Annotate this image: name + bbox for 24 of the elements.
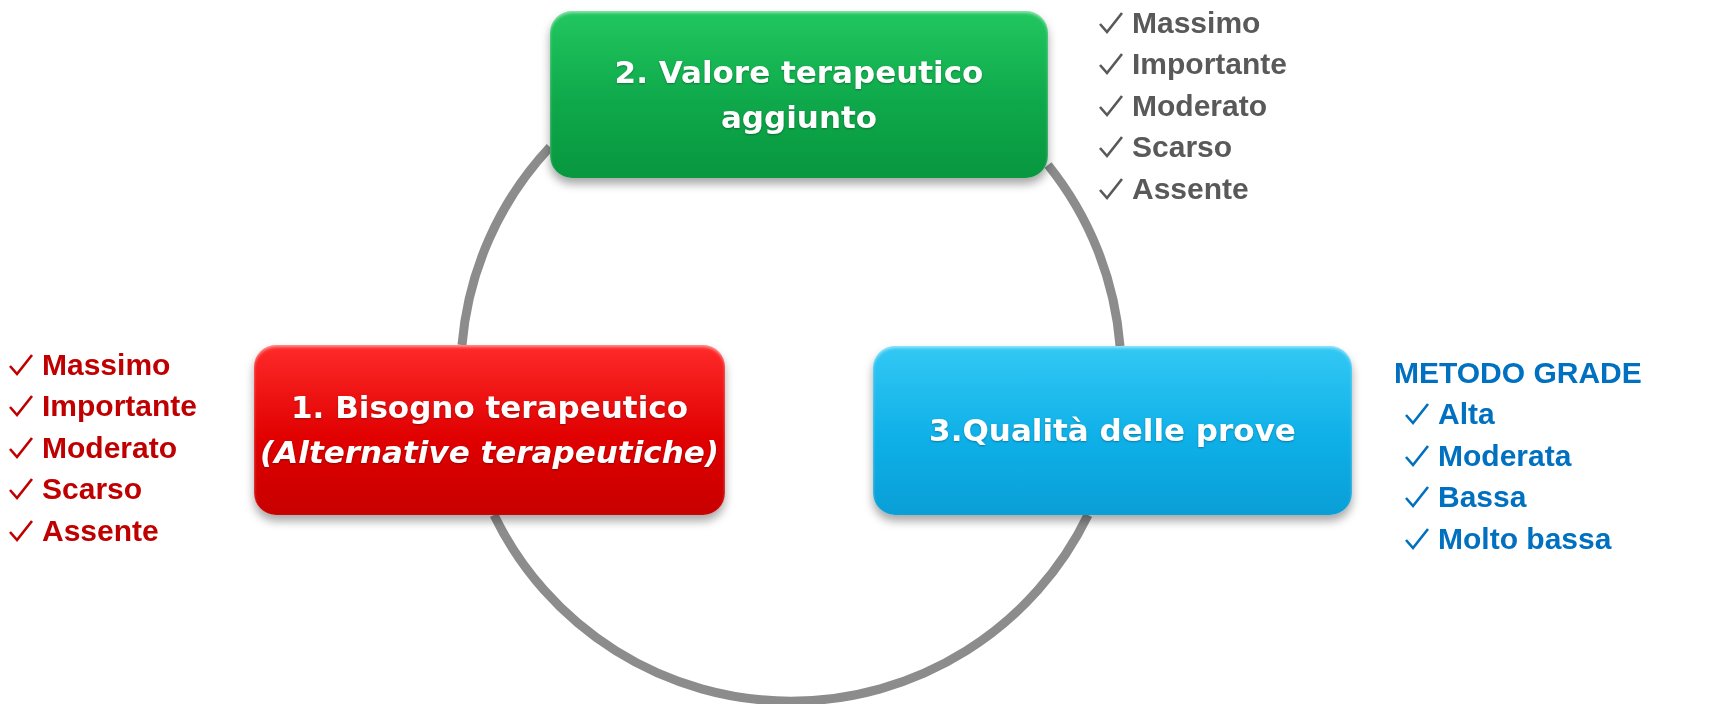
list-item-text: Bassa [1438,480,1527,515]
process-box [254,345,725,515]
list-item-text: Scarso [42,472,143,507]
list-item-text: Moderata [1438,438,1572,473]
process-box [550,11,1048,178]
list-item-text: Importante [42,389,197,424]
list-item-text: Assente [42,513,159,548]
ring-arc [490,512,1092,704]
list-item-text: Assente [1132,171,1249,206]
list-item-text: Molto bassa [1438,521,1612,556]
box-title: 1. Bisogno terapeutico [291,388,688,428]
box-title: 2. Valore terapeutico aggiunto [613,52,985,137]
list-item-text: Alta [1438,397,1495,432]
list-item-text: Scarso [1132,130,1233,165]
list-item-text: Massimo [42,347,171,382]
list-item-text: Moderato [1132,88,1267,123]
list-item-text: Moderato [42,430,177,465]
box-title: 3.Qualità delle prove [929,411,1296,451]
ring-arc [1044,162,1125,347]
list-item-text: Massimo [1132,5,1261,40]
list-item-text: Importante [1132,47,1287,82]
box-subtitle: (Alternative terapeutiche) [260,433,719,472]
process-box [873,346,1352,515]
list-heading: METODO GRADE [1394,355,1642,390]
